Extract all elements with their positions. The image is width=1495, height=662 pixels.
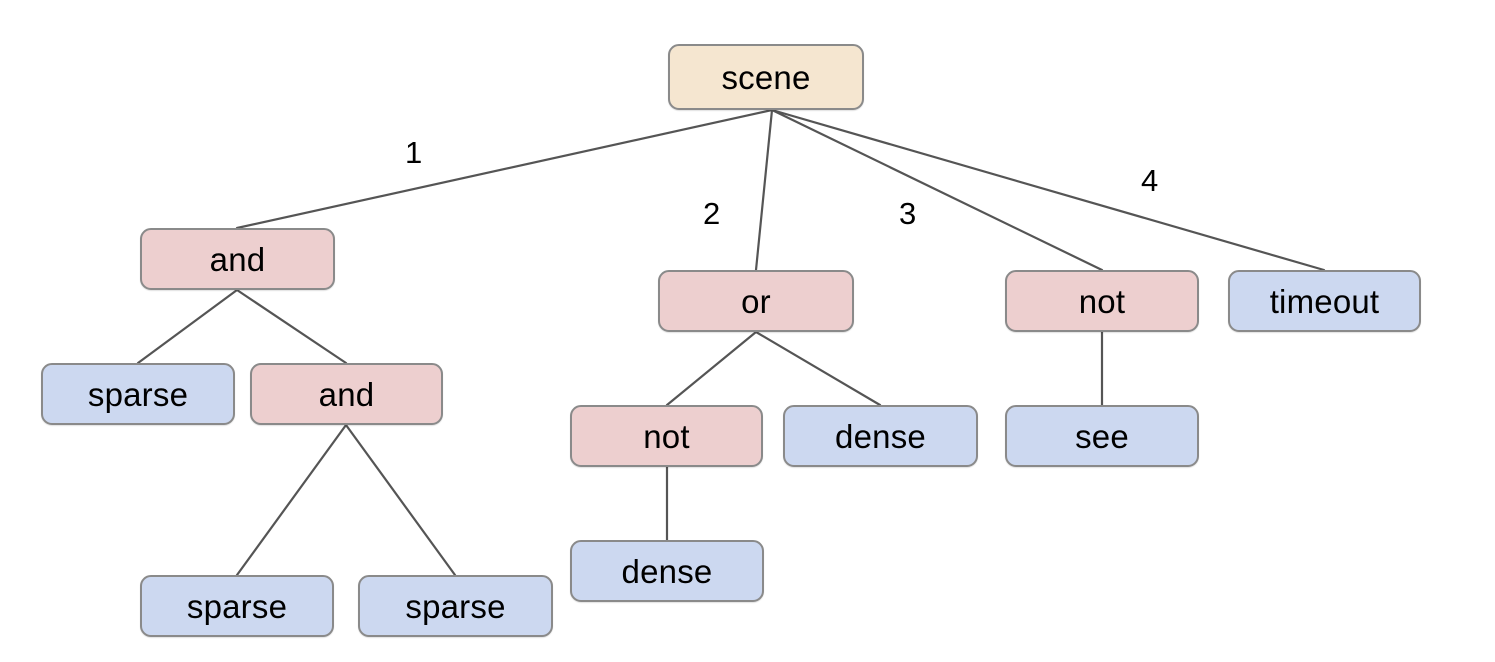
tree-node-label: dense	[621, 552, 713, 590]
tree-node-label: scene	[721, 58, 811, 96]
edge-label-3: 3	[899, 196, 917, 231]
tree-node-label: not	[643, 417, 690, 455]
tree-node-label: timeout	[1269, 282, 1380, 320]
tree-node-scene[interactable]: scene	[668, 44, 864, 110]
tree-node-dense1[interactable]: dense	[783, 405, 978, 467]
tree-edge-and2-to-sparse3	[344, 423, 457, 577]
tree-node-or1[interactable]: or	[658, 270, 854, 332]
tree-node-sparse2[interactable]: sparse	[140, 575, 334, 637]
tree-node-not2[interactable]: not	[570, 405, 763, 467]
tree-node-label: not	[1078, 282, 1126, 320]
tree-edge-or1-to-not2	[665, 330, 758, 407]
tree-node-see1[interactable]: see	[1005, 405, 1199, 467]
tree-edge-scene-to-timeout1	[770, 108, 1326, 272]
edge-label-4: 4	[1141, 163, 1159, 198]
tree-node-label: sparse	[87, 375, 189, 413]
tree-node-timeout1[interactable]: timeout	[1228, 270, 1421, 332]
tree-node-sparse1[interactable]: sparse	[41, 363, 235, 425]
tree-edge-and2-to-sparse2	[235, 423, 348, 577]
tree-node-label: sparse	[405, 587, 506, 625]
tree-node-label: sparse	[186, 587, 288, 625]
edge-label-2: 2	[703, 196, 721, 231]
tree-node-label: see	[1075, 417, 1129, 455]
tree-node-and2[interactable]: and	[250, 363, 443, 425]
tree-edge-scene-to-not1	[770, 108, 1104, 272]
tree-edge-scene-to-and1	[235, 108, 774, 230]
tree-node-sparse3[interactable]: sparse	[358, 575, 553, 637]
tree-edge-or1-to-dense1	[754, 330, 882, 407]
tree-node-and1[interactable]: and	[140, 228, 335, 290]
edge-label-1: 1	[405, 135, 423, 170]
tree-node-not1[interactable]: not	[1005, 270, 1199, 332]
tree-edge-and1-to-sparse1	[136, 288, 239, 365]
tree-node-label: and	[209, 240, 266, 278]
tree-node-label: dense	[835, 417, 926, 455]
tree-node-dense2[interactable]: dense	[570, 540, 764, 602]
tree-edge-scene-to-or1	[754, 108, 774, 272]
tree-node-label: and	[318, 375, 375, 413]
tree-edge-and1-to-and2	[235, 288, 348, 365]
tree-node-label: or	[741, 282, 771, 320]
